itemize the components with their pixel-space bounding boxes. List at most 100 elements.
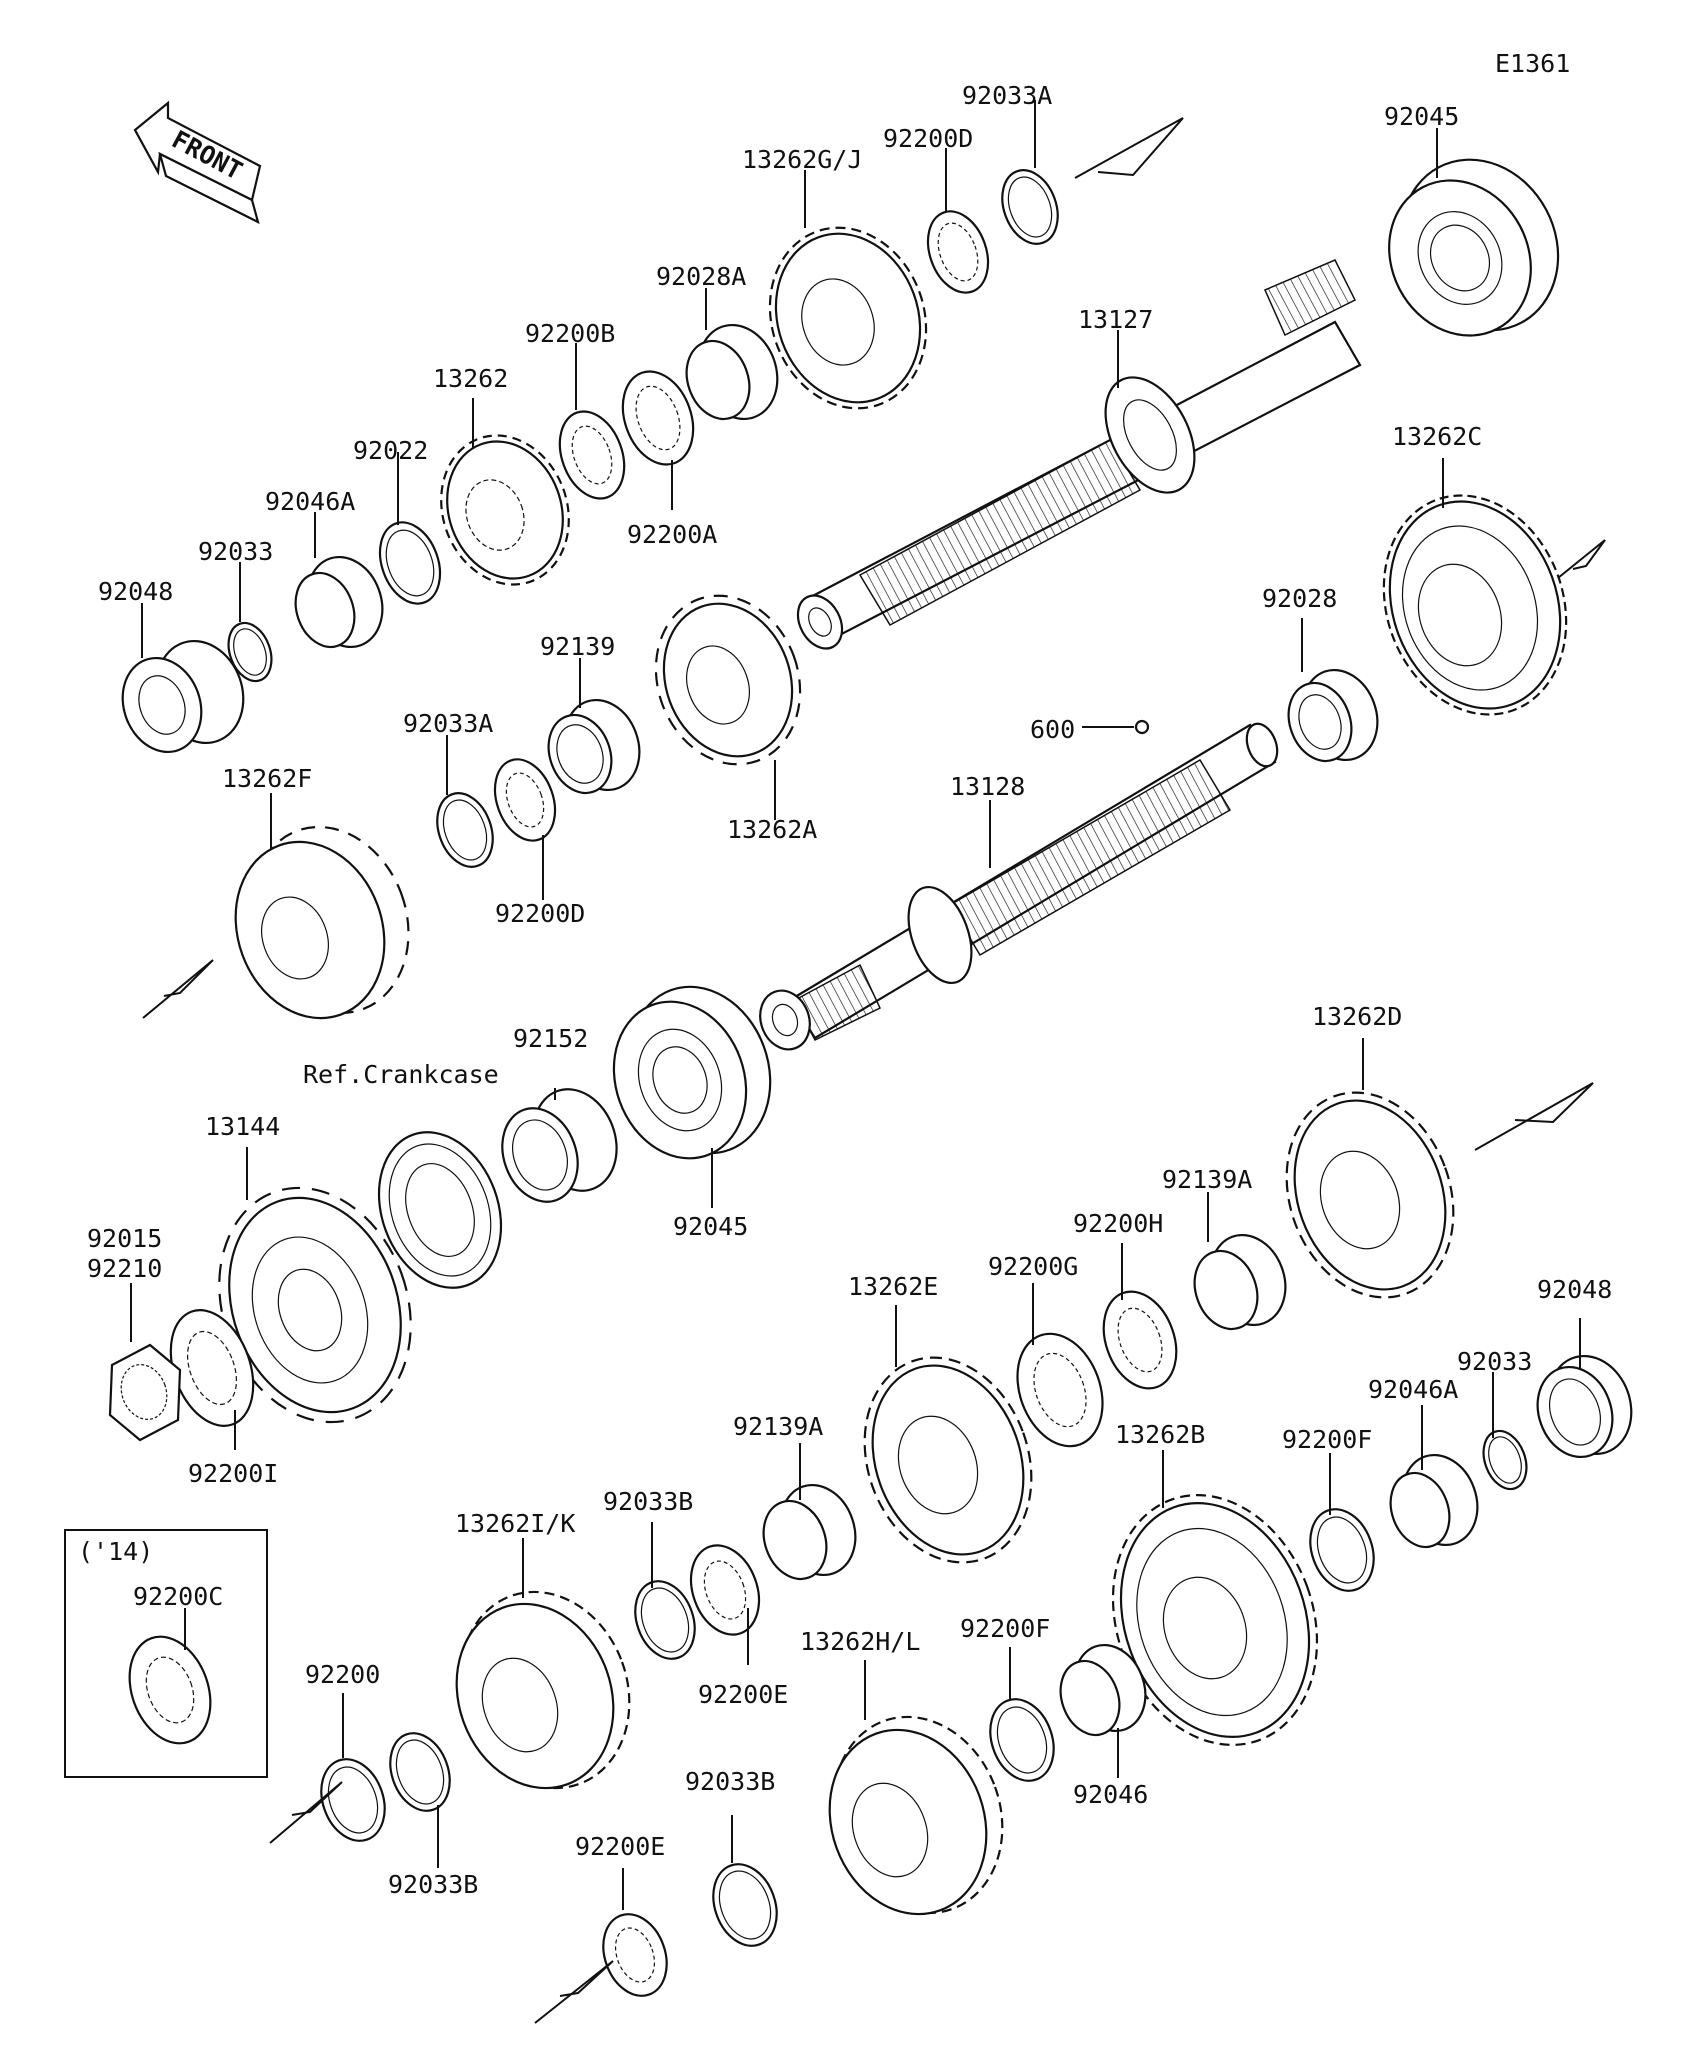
circlip-92033-right [1482,1429,1528,1491]
bearing-92045-top [1388,158,1560,337]
washer-92022 [378,521,442,605]
front-arrow-icon: FRONT [133,100,262,225]
label-92152: 92152 [513,1024,588,1053]
part-600-dot [1134,719,1150,735]
label-13127: 13127 [1078,305,1153,334]
gear-13262 [440,434,570,586]
spacer-92152 [501,1088,618,1203]
circlip-92033B-bottom [712,1863,778,1947]
label-92033B-bottom: 92033B [685,1767,775,1796]
shaft-13127 [796,259,1362,650]
label-inset-year: ('14) [78,1537,153,1566]
washer-92200F-low [989,1698,1055,1782]
axis-lines [142,117,1606,2024]
sprocket-13144 [218,1186,412,1424]
label-92048-top: 92048 [98,577,173,606]
bearing-92046A-top [294,555,384,649]
gear-13262E [863,1356,1033,1564]
label-92033B-mid: 92033B [603,1487,693,1516]
label-92045-top: 92045 [1384,102,1459,131]
bearing-92046A-right [1389,1453,1479,1549]
circlip-92033B-mid [634,1580,696,1660]
label-13128: 13128 [950,772,1025,801]
label-13262GJ: 13262G/J [742,145,862,174]
label-92028: 92028 [1262,584,1337,613]
label-92033A-mid: 92033A [403,709,493,738]
label-92033-right: 92033 [1457,1347,1532,1376]
label-92200D-top: 92200D [883,124,973,153]
gear-13262C [1382,494,1568,716]
nut-92015 [108,1343,182,1442]
label-92200A: 92200A [627,520,717,549]
circlip-92033-top [227,621,273,683]
label-13262D: 13262D [1312,1002,1402,1031]
gear-13262F [234,825,410,1020]
label-600: 600 [1030,715,1075,744]
inset-box [64,1529,268,1778]
bearing-92028A [685,323,779,421]
label-92028A: 92028A [656,262,746,291]
label-13262: 13262 [433,364,508,393]
washer-92200B [558,410,626,500]
label-92200I: 92200I [188,1459,278,1488]
label-13262F: 13262F [222,764,312,793]
gear-13262GJ [768,226,928,410]
label-ref-crankcase: Ref.Crankcase [303,1060,499,1089]
label-92046A-top: 92046A [265,487,355,516]
label-13262E: 13262E [848,1272,938,1301]
label-92046A-right: 92046A [1368,1375,1458,1404]
gear-13262A [654,594,802,766]
label-92200D-mid: 92200D [495,899,585,928]
label-92033B-low: 92033B [388,1870,478,1899]
bearing-92046 [1059,1643,1147,1737]
washer-92200D-top [926,210,990,294]
label-92200F-right: 92200F [1282,1425,1372,1454]
label-92139A-mid: 92139A [733,1412,823,1441]
label-92033-top: 92033 [198,537,273,566]
label-92015: 92015 [87,1224,162,1253]
diagram-id: E1361 [1495,49,1570,78]
label-92200C: 92200C [133,1582,223,1611]
label-13144: 13144 [205,1112,280,1141]
label-13262C: 13262C [1392,422,1482,451]
label-92033A-top: 92033A [962,81,1052,110]
label-92046: 92046 [1073,1780,1148,1809]
bushing-92028 [1287,668,1379,763]
circlip-92033A-mid [436,792,494,868]
collar-92048-top [121,639,245,754]
label-13262HL: 13262H/L [800,1627,920,1656]
label-92200G: 92200G [988,1252,1078,1281]
circlip-92033B-low [389,1732,451,1812]
label-92200E-mid: 92200E [698,1680,788,1709]
label-92022: 92022 [353,436,428,465]
gear-13262D [1285,1091,1455,1299]
label-92139: 92139 [540,632,615,661]
crankcase-seal [377,1131,503,1289]
bearing-92045-mid [612,985,772,1160]
label-92210: 92210 [87,1254,162,1283]
circlip-92033A-top [1001,169,1059,245]
label-13262A: 13262A [727,815,817,844]
label-92200E-bottom: 92200E [575,1832,665,1861]
shaft-13128 [759,722,1279,1051]
washer-92200E-bottom [602,1913,668,1997]
washer-92200G [1016,1332,1104,1448]
washer-92200F-right [1309,1508,1375,1592]
washer-92200D-mid [493,758,557,842]
collar-92048-right [1536,1354,1633,1459]
bushing-92139A-right [1193,1233,1287,1331]
washer-92200H [1102,1290,1178,1390]
label-13262B: 13262B [1115,1420,1205,1449]
part-labels: 92033A 92200D 13262G/J 92045 92028A 9220… [78,81,1612,1899]
bushing-92139 [547,698,641,795]
washer-92200A [621,370,695,466]
gear-13262B [1111,1494,1319,1746]
label-92200H: 92200H [1073,1209,1163,1238]
label-92200: 92200 [305,1660,380,1689]
label-92200F-low: 92200F [960,1614,1050,1643]
label-92048-right: 92048 [1537,1275,1612,1304]
label-13262IK: 13262I/K [455,1509,575,1538]
label-92045-mid: 92045 [673,1212,748,1241]
gear-13262HL [828,1715,1004,1916]
